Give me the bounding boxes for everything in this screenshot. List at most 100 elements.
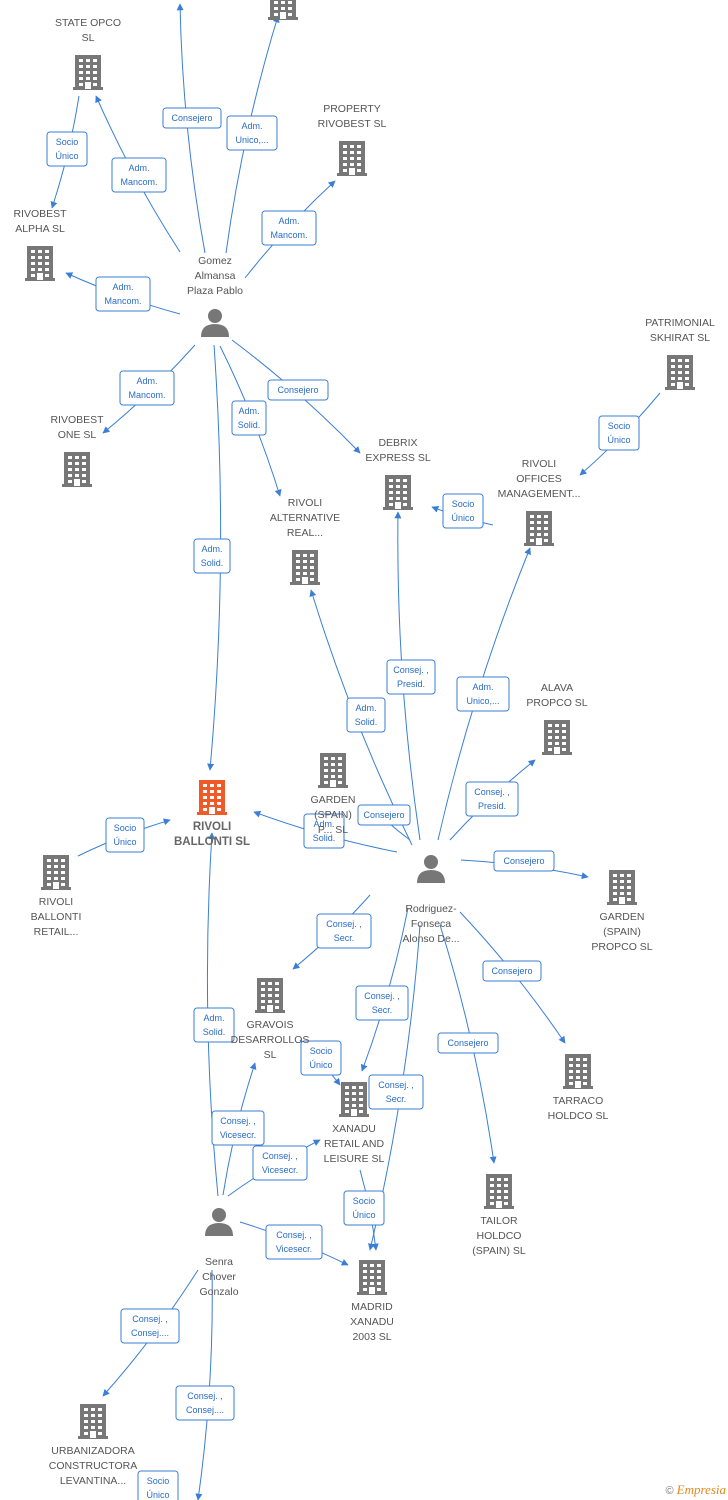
edge-label[interactable]: Adm.Mancom.	[261, 210, 317, 246]
node-garden_mid[interactable]: GARDEN(SPAIN)P... SL	[311, 753, 356, 836]
edge-label[interactable]: Adm.Mancom.	[95, 276, 151, 312]
edge-label-box[interactable]	[437, 1032, 499, 1054]
edge-label-box[interactable]	[598, 415, 640, 451]
edge-label-box[interactable]	[119, 370, 175, 406]
edge-label-box[interactable]	[303, 813, 345, 849]
edge-label[interactable]: Consej. ,Secr.	[355, 985, 409, 1021]
edge-label[interactable]: Adm.Solid.	[193, 1007, 235, 1043]
building-icon[interactable]	[484, 1174, 514, 1209]
edge-label[interactable]: Consej. ,Secr.	[368, 1074, 424, 1110]
edge-label-box[interactable]	[261, 210, 317, 246]
person-icon[interactable]	[417, 855, 445, 883]
edge-label[interactable]: Consejero	[482, 960, 542, 982]
building-icon[interactable]	[41, 855, 71, 890]
edge-label-box[interactable]	[343, 1190, 385, 1226]
person-icon[interactable]	[205, 1208, 233, 1236]
edge-label-box[interactable]	[120, 1308, 180, 1344]
node-urbanizadora[interactable]: URBANIZADORACONSTRUCTORALEVANTINA...	[49, 1404, 137, 1487]
edge-label-box[interactable]	[493, 850, 555, 872]
building-icon[interactable]	[607, 870, 637, 905]
edge-label[interactable]: Consej. ,Consej....	[175, 1385, 235, 1421]
edge-label-box[interactable]	[456, 676, 510, 712]
building-icon[interactable]	[255, 978, 285, 1013]
building-icon[interactable]	[78, 1404, 108, 1439]
building-icon[interactable]	[339, 1082, 369, 1117]
edge-label-box[interactable]	[175, 1385, 235, 1421]
edge-label-box[interactable]	[265, 1224, 323, 1260]
building-icon[interactable]	[290, 550, 320, 585]
edge-label-box[interactable]	[482, 960, 542, 982]
edge-label[interactable]: Adm.Solid.	[346, 697, 386, 733]
edge-label-box[interactable]	[357, 804, 411, 826]
building-icon[interactable]	[542, 720, 572, 755]
edge-label[interactable]: Adm.Solid.	[303, 813, 345, 849]
edge-label[interactable]: Consej. ,Vicesecr.	[211, 1110, 265, 1146]
edge-label[interactable]: Adm.Mancom.	[111, 157, 167, 193]
building-icon[interactable]	[73, 55, 103, 90]
building-icon[interactable]	[665, 355, 695, 390]
building-icon[interactable]	[337, 141, 367, 176]
edge-label-box[interactable]	[355, 985, 409, 1021]
node-top_a[interactable]	[268, 0, 298, 20]
person-icon[interactable]	[201, 309, 229, 337]
edge-label-box[interactable]	[95, 276, 151, 312]
edge-label-box[interactable]	[316, 913, 372, 949]
edge-label[interactable]: Consej. ,Secr.	[316, 913, 372, 949]
edge-label-box[interactable]	[162, 107, 222, 129]
edge-label-box[interactable]	[368, 1074, 424, 1110]
edge-label-box[interactable]	[386, 659, 436, 695]
edge-label-box[interactable]	[231, 400, 267, 436]
edge-label-box[interactable]	[465, 781, 519, 817]
edge-label[interactable]: Adm.Mancom.	[119, 370, 175, 406]
edge-label[interactable]: Consej. ,Vicesecr.	[265, 1224, 323, 1260]
building-icon[interactable]	[383, 475, 413, 510]
node-rivoli_offices[interactable]: RIVOLIOFFICESMANAGEMENT...	[498, 458, 581, 546]
edge-label-box[interactable]	[111, 157, 167, 193]
edge-label[interactable]: Adm.Unico,...	[456, 676, 510, 712]
edge-label-box[interactable]	[193, 1007, 235, 1043]
edge-label[interactable]: Adm.Solid.	[193, 538, 231, 574]
edge-label[interactable]: Consejero	[437, 1032, 499, 1054]
edge-label[interactable]: Consej. ,Vicesecr.	[252, 1145, 308, 1181]
building-icon[interactable]	[524, 511, 554, 546]
edge-label[interactable]: Consejero	[493, 850, 555, 872]
edge-label-box[interactable]	[46, 131, 88, 167]
edge-label-box[interactable]	[105, 817, 145, 853]
node-rivoli_alternative[interactable]: RIVOLIALTERNATIVEREAL...	[270, 497, 340, 585]
node-garden_propco[interactable]: GARDEN(SPAIN)PROPCO SL	[591, 870, 653, 953]
edge-label[interactable]: Consejero	[357, 804, 411, 826]
building-icon[interactable]	[197, 780, 227, 815]
edge-label[interactable]: Consej. ,Presid.	[386, 659, 436, 695]
building-icon[interactable]	[563, 1054, 593, 1089]
building-icon[interactable]	[318, 753, 348, 788]
edge-label-box[interactable]	[300, 1040, 342, 1076]
edge-label[interactable]: Adm.Solid.	[231, 400, 267, 436]
edge-label-box[interactable]	[226, 115, 278, 151]
edge-label[interactable]: Consejero	[267, 379, 329, 401]
building-icon[interactable]	[25, 246, 55, 281]
edge-label-box[interactable]	[267, 379, 329, 401]
edge-label-box[interactable]	[211, 1110, 265, 1146]
